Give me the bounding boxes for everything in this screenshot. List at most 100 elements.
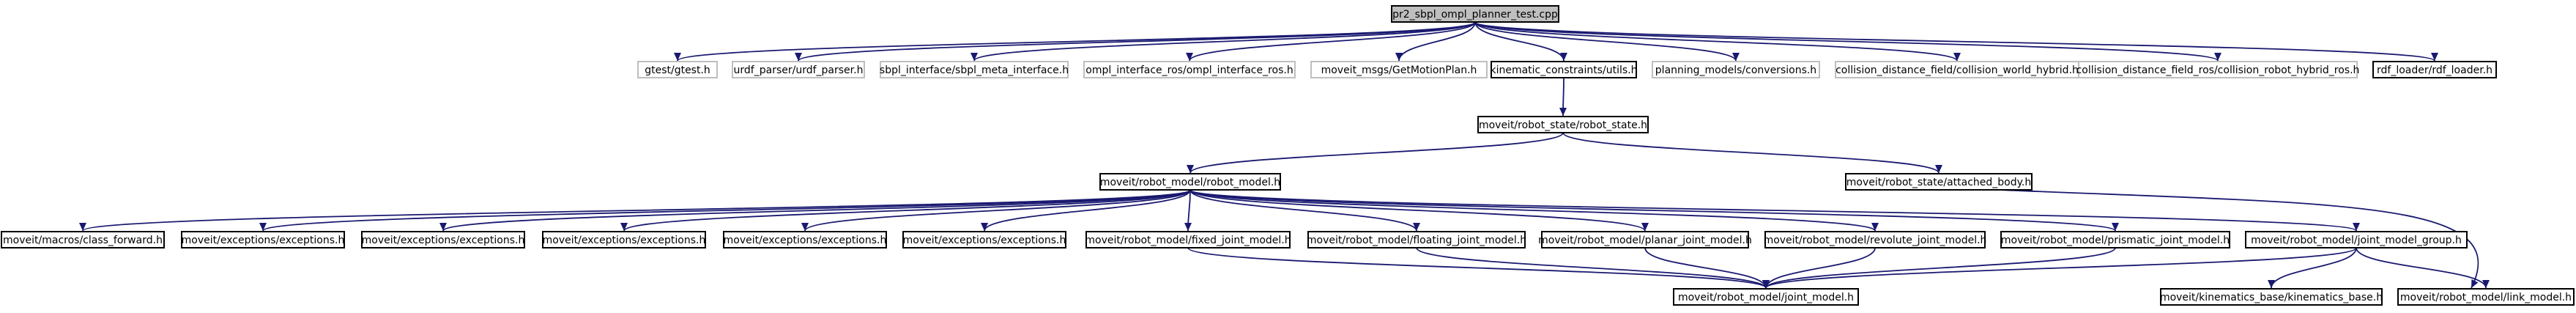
edge-robot_model-to-exc2: [439, 189, 1191, 232]
edge-root-to-sbpl_meta: [970, 21, 1476, 62]
nodes-layer: pr2_sbpl_ompl_planner_test.cpp gtest/gtes…: [1, 5, 2575, 306]
edge-robot_model-to-planar: [1189, 189, 1649, 232]
node-root[interactable]: pr2_sbpl_ompl_planner_test.cpp: [1391, 5, 1559, 23]
edge-robot_model-to-class_forward: [79, 189, 1191, 232]
node-planar[interactable]: moveit/robot_model/planar_joint_model.h: [1538, 231, 1752, 248]
edge-revolute-to-joint_model: [1762, 247, 1876, 289]
node-box: [2160, 288, 2383, 306]
node-robot-model[interactable]: moveit/robot_model/robot_model.h: [1099, 173, 1281, 191]
edge-kinematic-to-robot_state: [1559, 77, 1567, 117]
node-label: kinematic_constraints/utils.h: [1490, 65, 1637, 76]
node-box: [637, 61, 718, 78]
edge-root-to-coll_world: [1474, 21, 1961, 62]
edge-robot_state-to-robot_model: [1187, 132, 1564, 174]
node-box: [1310, 61, 1488, 78]
node-exc1[interactable]: moveit/exceptions/exceptions.h: [181, 231, 345, 248]
edge-robot_model-to-floating: [1189, 189, 1420, 232]
edge-robot_model-to-exc3: [620, 189, 1191, 232]
node-box: [723, 231, 887, 248]
edge-attached_body-to-link_model: [1998, 189, 2479, 289]
node-box: [732, 61, 865, 78]
node-box: [1477, 116, 1649, 133]
node-kinematics-base[interactable]: moveit/kinematics_base/kinematics_base.h: [2160, 288, 2383, 306]
node-attached-body[interactable]: moveit/robot_state/attached_body.h: [1845, 173, 2033, 191]
edge-robot_model-to-exc5: [981, 189, 1191, 232]
node-label: collision_distance_field/collision_world…: [1836, 65, 2079, 76]
node-robot-state[interactable]: moveit/robot_state/robot_state.h: [1477, 116, 1649, 133]
node-label: pr2_sbpl_ompl_planner_test.cpp: [1392, 9, 1558, 21]
node-box: [1099, 173, 1281, 191]
node-label: sbpl_interface/sbpl_meta_interface.h: [880, 65, 1069, 76]
node-fixed[interactable]: moveit/robot_model/fixed_joint_model.h: [1085, 231, 1291, 248]
node-label: urdf_parser/urdf_parser.h: [734, 65, 864, 76]
node-label: moveit/robot_model/planar_joint_model.h: [1538, 235, 1752, 246]
node-label: planning_models/conversions.h: [1655, 65, 1816, 76]
edge-root-to-rdf_loader: [1474, 21, 2438, 62]
node-sbpl-meta[interactable]: sbpl_interface/sbpl_meta_interface.h: [880, 61, 1069, 78]
node-label: gtest/gtest.h: [645, 65, 710, 76]
edge-robot_model-to-exc1: [259, 189, 1191, 232]
edge-prismatic-to-joint_model: [1762, 247, 2116, 289]
node-box: [1391, 5, 1559, 23]
node-link-model[interactable]: moveit/robot_model/link_model.h: [2397, 288, 2575, 306]
edge-robot_model-to-prismatic: [1189, 189, 2119, 232]
node-exc4[interactable]: moveit/exceptions/exceptions.h: [723, 231, 887, 248]
edge-robot_model-to-jmg: [1189, 189, 2360, 232]
node-box: [1652, 61, 1820, 78]
node-box: [1083, 61, 1296, 78]
node-label: moveit/robot_model/robot_model.h: [1100, 177, 1280, 188]
node-kinematic[interactable]: kinematic_constraints/utils.h: [1490, 61, 1638, 78]
node-box: [1845, 173, 2033, 191]
node-box: [1085, 231, 1291, 248]
node-getmotion[interactable]: moveit_msgs/GetMotionPlan.h: [1310, 61, 1488, 78]
node-label: moveit/robot_model/link_model.h: [2400, 292, 2572, 303]
node-conversions[interactable]: planning_models/conversions.h: [1652, 61, 1820, 78]
node-box: [181, 231, 345, 248]
node-label: rdf_loader/rdf_loader.h: [2377, 65, 2493, 76]
node-label: moveit/exceptions/exceptions.h: [903, 235, 1066, 246]
node-label: moveit/robot_model/revolute_joint_model.…: [1764, 235, 1987, 246]
edge-jmg-to-link_model: [2356, 247, 2490, 289]
node-floating[interactable]: moveit/robot_model/floating_joint_model.…: [1307, 231, 1526, 248]
edge-planar-to-joint_model: [1644, 247, 1770, 289]
edge-root-to-gtest: [674, 21, 1476, 62]
node-prismatic[interactable]: moveit/robot_model/prismatic_joint_model…: [2000, 231, 2230, 248]
node-box: [1307, 231, 1526, 248]
node-label: moveit/robot_model/joint_model.h: [1678, 292, 1854, 303]
node-box: [2078, 61, 2358, 78]
node-label: moveit/exceptions/exceptions.h: [362, 235, 525, 246]
edge-root-to-getmotion: [1395, 21, 1476, 62]
edge-root-to-kinematic: [1474, 21, 1567, 62]
node-label: moveit/exceptions/exceptions.h: [724, 235, 887, 246]
node-box: [1, 231, 165, 248]
node-box: [361, 231, 525, 248]
node-exc3[interactable]: moveit/exceptions/exceptions.h: [542, 231, 706, 248]
node-coll-robot[interactable]: collision_distance_field_ros/collision_r…: [2076, 61, 2360, 78]
node-label: moveit/kinematics_base/kinematics_base.h: [2160, 292, 2383, 303]
node-joint-model[interactable]: moveit/robot_model/joint_model.h: [1673, 288, 1859, 306]
edge-robot_model-to-revolute: [1189, 189, 1879, 232]
node-ompl-ros[interactable]: ompl_interface_ros/ompl_interface_ros.h: [1083, 61, 1296, 78]
node-label: moveit/robot_state/attached_body.h: [1846, 177, 2032, 188]
node-label: moveit/robot_state/robot_state.h: [1479, 119, 1647, 131]
node-label: ompl_interface_ros/ompl_interface_ros.h: [1085, 65, 1293, 76]
node-urdf-parser[interactable]: urdf_parser/urdf_parser.h: [732, 61, 865, 78]
edge-floating-to-joint_model: [1416, 247, 1770, 289]
node-box: [902, 231, 1066, 248]
node-revolute[interactable]: moveit/robot_model/revolute_joint_model.…: [1764, 231, 1987, 248]
node-rdf-loader[interactable]: rdf_loader/rdf_loader.h: [2372, 61, 2497, 78]
node-class-forward[interactable]: moveit/macros/class_forward.h: [1, 231, 165, 248]
node-label: moveit/robot_model/floating_joint_model.…: [1307, 235, 1526, 246]
node-box: [1673, 288, 1859, 306]
node-coll-world[interactable]: collision_distance_field/collision_world…: [1835, 61, 2079, 78]
edge-robot_state-to-attached_body: [1562, 132, 1942, 174]
node-box: [2000, 231, 2230, 248]
node-exc2[interactable]: moveit/exceptions/exceptions.h: [361, 231, 525, 248]
node-label: moveit/exceptions/exceptions.h: [543, 235, 706, 246]
node-box: [2397, 288, 2575, 306]
node-box: [1764, 231, 1986, 248]
node-exc5[interactable]: moveit/exceptions/exceptions.h: [902, 231, 1066, 248]
node-label: moveit/robot_model/fixed_joint_model.h: [1085, 235, 1291, 246]
node-gtest[interactable]: gtest/gtest.h: [637, 61, 718, 78]
node-jmg[interactable]: moveit/robot_model/joint_model_group.h: [2245, 231, 2468, 248]
